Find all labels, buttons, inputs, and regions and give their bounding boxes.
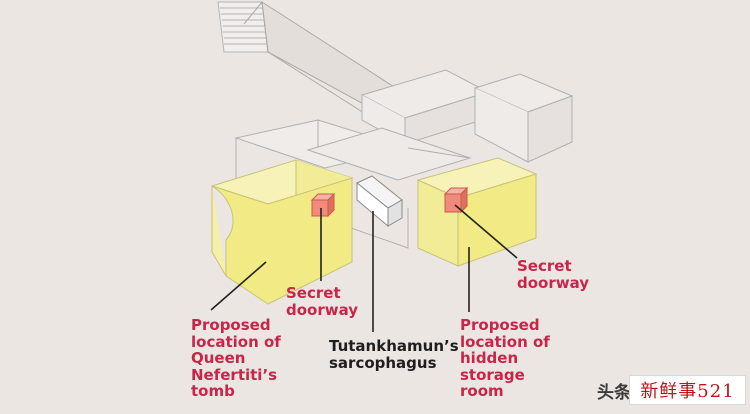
secret-doorway-right-label: Secret doorway bbox=[517, 257, 590, 292]
secret-doorway-left-label: Secret doorway bbox=[286, 284, 359, 319]
watermark-source: 头条 bbox=[597, 383, 631, 403]
staircase bbox=[217, 1, 269, 53]
watermark-badge: 新鲜事521 bbox=[629, 375, 746, 405]
sarcophagus-label: Tutankhamun’s sarcophagus bbox=[329, 337, 459, 372]
nefertiti-proposed-chamber bbox=[210, 159, 354, 305]
nefertiti-tomb-label: Proposed location of Queen Nefertiti’s t… bbox=[191, 316, 281, 400]
secret-doorway-right-marker bbox=[443, 186, 469, 214]
secret-doorway-left-marker bbox=[310, 192, 336, 218]
storage-proposed-chamber bbox=[416, 157, 538, 267]
leader-lines bbox=[210, 204, 518, 332]
watermark-brand: 新鲜事521 bbox=[640, 381, 735, 402]
storage-room-label: Proposed location of hidden storage room bbox=[460, 316, 550, 400]
sarcophagus bbox=[356, 175, 403, 228]
